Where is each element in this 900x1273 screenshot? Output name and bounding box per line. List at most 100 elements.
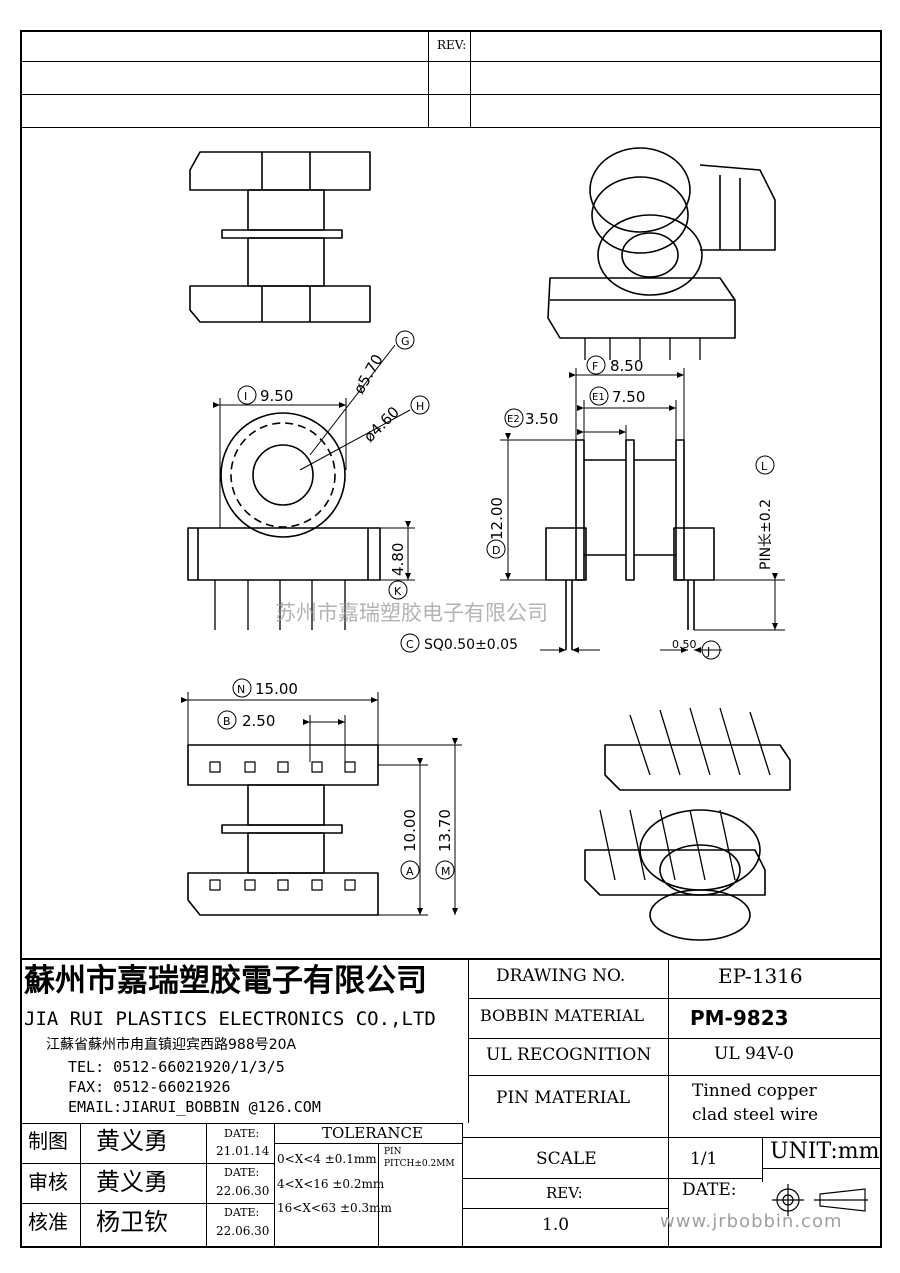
signoff-name: 黄义勇 xyxy=(96,1127,168,1155)
signoff-top xyxy=(20,1123,462,1124)
dim-H-tag: H xyxy=(416,400,424,413)
title-row xyxy=(462,1208,668,1209)
company-tel: TEL: 0512-66021920/1/3/5 xyxy=(68,1058,285,1076)
scale-value: 1/1 xyxy=(690,1149,718,1169)
header-divider xyxy=(428,30,429,127)
dim-J-value: 0.50 xyxy=(672,638,697,651)
company-name-en: JIA RUI PLASTICS ELECTRONICS CO.,LTD xyxy=(24,1008,436,1030)
date-label: DATE: xyxy=(682,1180,737,1200)
dim-N-tag: N xyxy=(237,683,245,696)
header-line xyxy=(20,61,882,62)
pin-material: clad steel wire xyxy=(692,1105,819,1125)
dim-H-value: ø4.60 xyxy=(360,403,403,446)
tolerance-title: TOLERANCE xyxy=(322,1124,423,1142)
tolerance-row: 16<X<63 ±0.3mm xyxy=(277,1201,392,1215)
title-row xyxy=(468,1075,882,1076)
dim-A-tag: A xyxy=(406,865,414,878)
bobbin-material-label: BOBBIN MATERIAL xyxy=(480,1006,645,1025)
dim-L-tag: L xyxy=(761,460,768,473)
front-view xyxy=(187,412,381,630)
dim-E1-value: 7.50 xyxy=(612,388,645,406)
signoff-date-label: DATE: xyxy=(224,1127,260,1140)
pin-label: PIN xyxy=(384,1147,402,1157)
signoff-role: 制图 xyxy=(28,1129,68,1153)
title-row xyxy=(762,1168,882,1169)
dim-E2-value: 3.50 xyxy=(525,410,558,428)
dim-G-tag: G xyxy=(401,335,410,348)
pin-material: Tinned copper xyxy=(692,1081,817,1101)
dim-K-tag: K xyxy=(394,585,402,598)
dim-N-value: 15.00 xyxy=(255,680,298,698)
company-email: EMAIL:JIARUI_BOBBIN @126.COM xyxy=(68,1098,321,1116)
rev-label: REV: xyxy=(437,38,467,52)
iso-view-bottom xyxy=(584,707,791,941)
signoff-col xyxy=(274,1123,275,1248)
signoff-name: 杨卫钦 xyxy=(96,1208,168,1236)
projection-symbol-icon xyxy=(772,1184,868,1216)
signoff-date-label: DATE: xyxy=(224,1166,260,1179)
title-block-top xyxy=(20,958,882,960)
watermark: 苏州市嘉瑞塑胶电子有限公司 xyxy=(275,601,548,625)
title-col xyxy=(668,958,669,1138)
unit: UNIT:mm xyxy=(770,1139,880,1164)
website-watermark: www.jrbobbin.com xyxy=(660,1211,843,1232)
title-block-divider xyxy=(462,1123,463,1248)
title-row xyxy=(462,1178,762,1179)
dim-E1-tag: E1 xyxy=(592,392,605,403)
title-row xyxy=(468,1038,882,1039)
dim-L-value: PIN长±0.2 xyxy=(758,499,774,570)
scale-label: SCALE xyxy=(536,1149,597,1169)
company-name-cn: 蘇州市嘉瑞塑胶電子有限公司 xyxy=(24,963,427,999)
signoff-role: 审核 xyxy=(28,1170,68,1194)
dim-I-tag: I xyxy=(244,390,247,403)
dim-M-value: 13.70 xyxy=(436,809,454,852)
title-row xyxy=(468,998,882,999)
dim-D-tag: D xyxy=(492,544,500,557)
signoff-date: 22.06.30 xyxy=(216,1224,270,1238)
header-line xyxy=(20,94,882,95)
bobbin-drawing: F 8.50 E1 7.50 E2 3.50 I 9.50 ø5.70 G ø4… xyxy=(181,147,791,941)
title-block-divider xyxy=(468,958,469,1123)
rev-value: 1.0 xyxy=(542,1215,570,1235)
dim-A-value: 10.00 xyxy=(401,809,419,852)
dim-M-tag: M xyxy=(441,865,451,878)
signoff-date: 22.06.30 xyxy=(216,1184,270,1198)
ul-label: UL RECOGNITION xyxy=(486,1045,652,1065)
dim-C-value: SQ0.50±0.05 xyxy=(424,637,518,653)
dim-B-value: 2.50 xyxy=(242,712,275,730)
tolerance-row: 4<X<16 ±0.2mm xyxy=(277,1177,385,1191)
signoff-col xyxy=(80,1123,81,1248)
iso-view-top xyxy=(547,147,776,360)
signoff-row xyxy=(20,1203,274,1204)
company-address: 江蘇省蘇州市甪直镇迎宾西路988号20A xyxy=(46,1037,297,1053)
dim-F-value: 8.50 xyxy=(610,357,643,375)
signoff-row xyxy=(20,1163,274,1164)
dim-F-tag: F xyxy=(592,360,598,373)
dim-B-tag: B xyxy=(223,715,231,728)
top-view xyxy=(189,151,371,323)
pin-material-label: PIN MATERIAL xyxy=(496,1088,631,1108)
company-fax: FAX: 0512-66021926 xyxy=(68,1078,231,1096)
dim-K-value: 4.80 xyxy=(389,543,407,576)
drawing-no-label: DRAWING NO. xyxy=(496,966,626,986)
header-line xyxy=(20,127,882,128)
signoff-name: 黄义勇 xyxy=(96,1168,168,1196)
bottom-view xyxy=(187,744,379,916)
drawing-no: EP-1316 xyxy=(718,964,803,988)
rev-label: REV: xyxy=(546,1184,583,1202)
dim-D-value: 12.00 xyxy=(488,497,506,540)
tolerance-row xyxy=(274,1143,462,1144)
signoff-date-label: DATE: xyxy=(224,1206,260,1219)
dim-G-value: ø5.70 xyxy=(350,351,387,397)
title-row xyxy=(462,1137,882,1138)
dim-E2-tag: E2 xyxy=(507,414,520,425)
ul-value: UL 94V-0 xyxy=(714,1044,794,1064)
tolerance-col xyxy=(378,1143,379,1248)
signoff-date: 21.01.14 xyxy=(216,1144,270,1158)
title-col xyxy=(668,1137,669,1248)
signoff-role: 核准 xyxy=(28,1210,68,1234)
dim-C-tag: C xyxy=(406,638,414,651)
drawing-frame xyxy=(20,30,882,1248)
tolerance-row: 0<X<4 ±0.1mm xyxy=(277,1152,377,1166)
bobbin-material: PM-9823 xyxy=(690,1006,789,1030)
